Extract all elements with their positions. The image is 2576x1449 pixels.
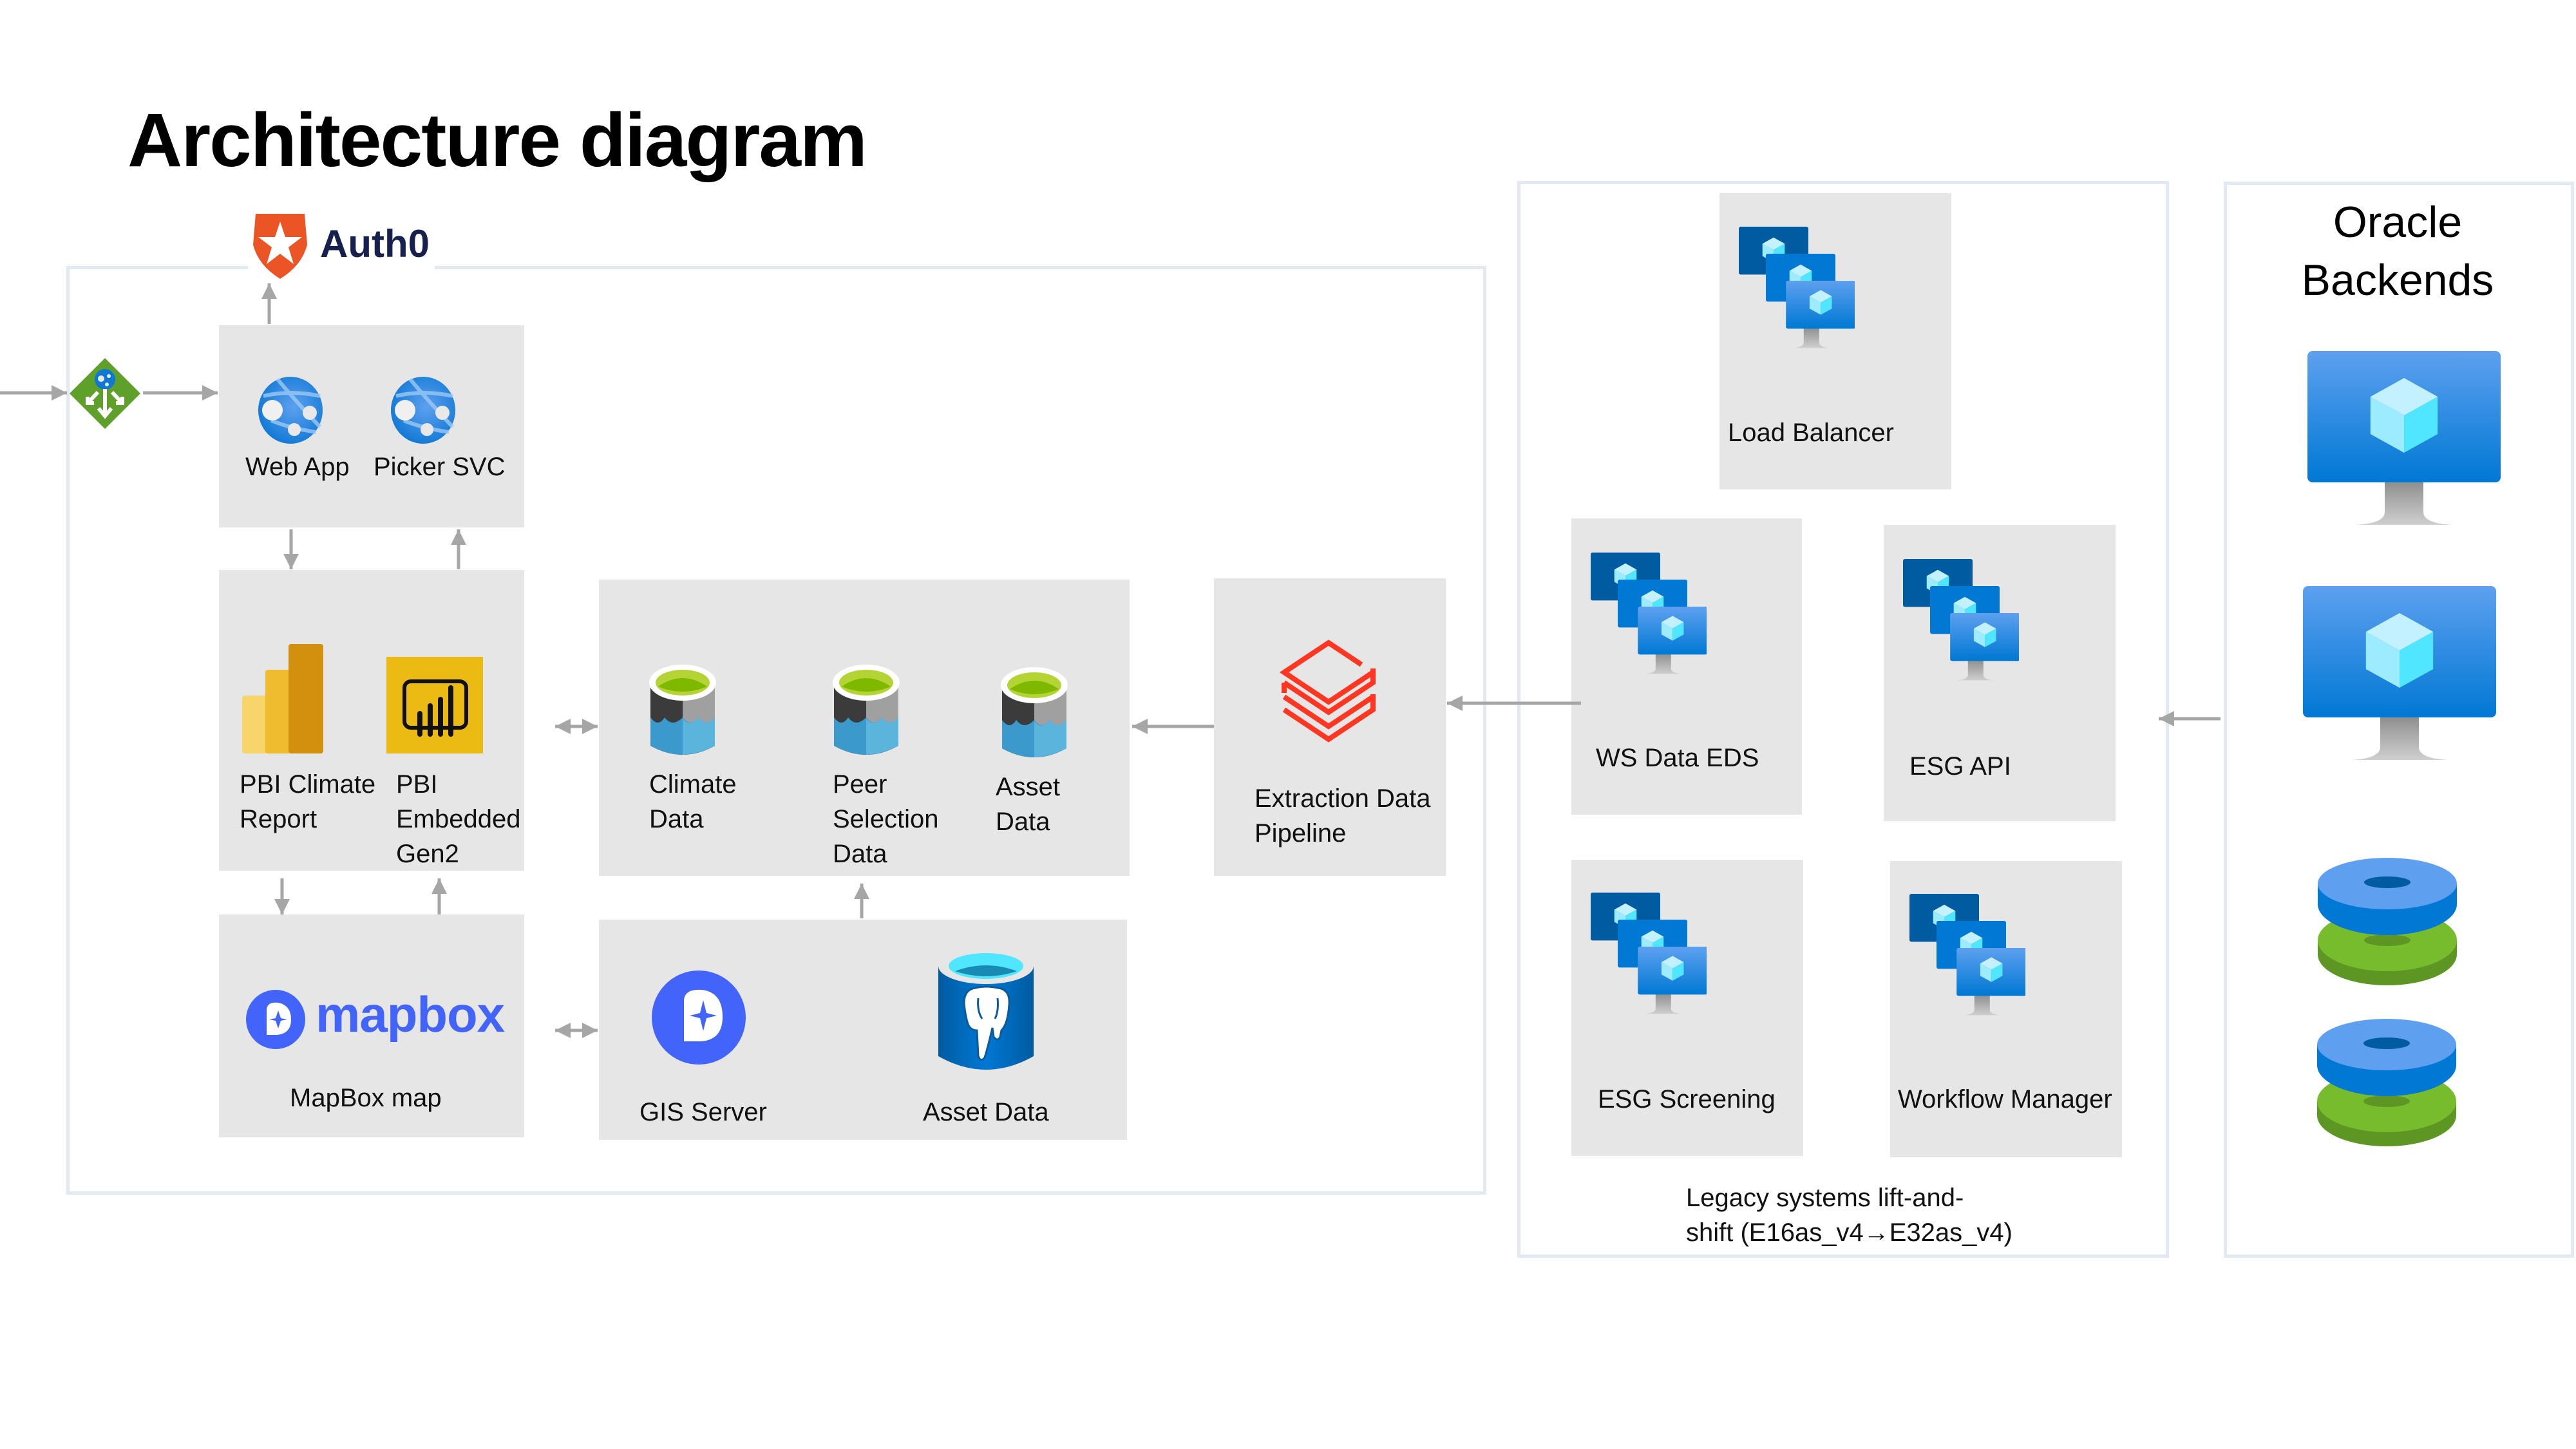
databricks-icon[interactable] bbox=[1279, 639, 1376, 743]
load-balancer-label: Load Balancer bbox=[1728, 419, 1894, 447]
vm-scale-set-icon[interactable] bbox=[1591, 893, 1708, 1016]
power-bi-icon[interactable] bbox=[242, 644, 326, 753]
peer-selection-data-lake-icon[interactable] bbox=[829, 663, 904, 760]
ws-data-eds-label: WS Data EDS bbox=[1596, 744, 1759, 772]
web-app-label: Web App bbox=[245, 453, 350, 481]
disk-storage-icon[interactable] bbox=[2316, 1018, 2458, 1156]
vm-scale-set-icon[interactable] bbox=[1739, 227, 1856, 350]
virtual-machine-icon[interactable] bbox=[2303, 586, 2496, 770]
auth0-label: Auth0 bbox=[320, 222, 430, 265]
esg-screening-label: ESG Screening bbox=[1598, 1085, 1776, 1113]
vm-scale-set-icon[interactable] bbox=[1903, 559, 2020, 683]
climate-data-lake-icon[interactable] bbox=[645, 663, 720, 760]
auth0-logo: Auth0 bbox=[248, 213, 435, 280]
picker-svc-globe-icon[interactable] bbox=[391, 377, 455, 444]
gis-server-icon[interactable] bbox=[650, 969, 747, 1066]
application-gateway-icon[interactable] bbox=[68, 357, 142, 430]
power-bi-embedded-icon[interactable] bbox=[386, 657, 483, 753]
picker-svc-label: Picker SVC bbox=[374, 453, 506, 481]
pbi-climate-report-label: PBI Climate Report bbox=[240, 770, 376, 833]
mapbox-wordmark: mapbox bbox=[316, 986, 505, 1043]
esg-api-label: ESG API bbox=[1909, 752, 2011, 781]
oracle-backends-container bbox=[2224, 182, 2574, 1258]
disk-storage-icon[interactable] bbox=[2316, 857, 2458, 995]
peer-selection-data-label: Peer Selection Data bbox=[833, 770, 939, 868]
page-title: Architecture diagram bbox=[128, 98, 867, 183]
arrow-internet-to-gateway bbox=[0, 385, 67, 401]
asset-data-lake-icon[interactable] bbox=[997, 666, 1072, 762]
web-app-globe-icon[interactable] bbox=[258, 377, 323, 444]
oracle-backends-title: Oracle Backends bbox=[2301, 198, 2494, 305]
auth0-shield-icon bbox=[253, 214, 307, 279]
legacy-caption: Legacy systems lift-and- shift (E16as_v4… bbox=[1686, 1184, 2012, 1247]
vm-scale-set-icon[interactable] bbox=[1909, 894, 2027, 1018]
mapbox-logo-icon[interactable] bbox=[245, 989, 307, 1050]
asset-data-db-label: Asset Data bbox=[923, 1098, 1049, 1126]
climate-data-label: Climate Data bbox=[649, 770, 737, 833]
postgresql-database-icon[interactable] bbox=[936, 947, 1036, 1075]
vm-scale-set-icon[interactable] bbox=[1591, 553, 1708, 676]
app-boundary-container bbox=[66, 266, 1486, 1195]
pbi-embedded-gen2-label: PBI Embedded Gen2 bbox=[396, 770, 521, 868]
mapbox-map-label: MapBox map bbox=[290, 1084, 442, 1112]
extraction-pipeline-label: Extraction Data Pipeline bbox=[1255, 784, 1431, 848]
workflow-manager-label: Workflow Manager bbox=[1898, 1085, 2112, 1113]
asset-data-label: Asset Data bbox=[996, 773, 1061, 836]
gis-server-label: GIS Server bbox=[639, 1098, 767, 1126]
virtual-machine-icon[interactable] bbox=[2307, 351, 2501, 535]
